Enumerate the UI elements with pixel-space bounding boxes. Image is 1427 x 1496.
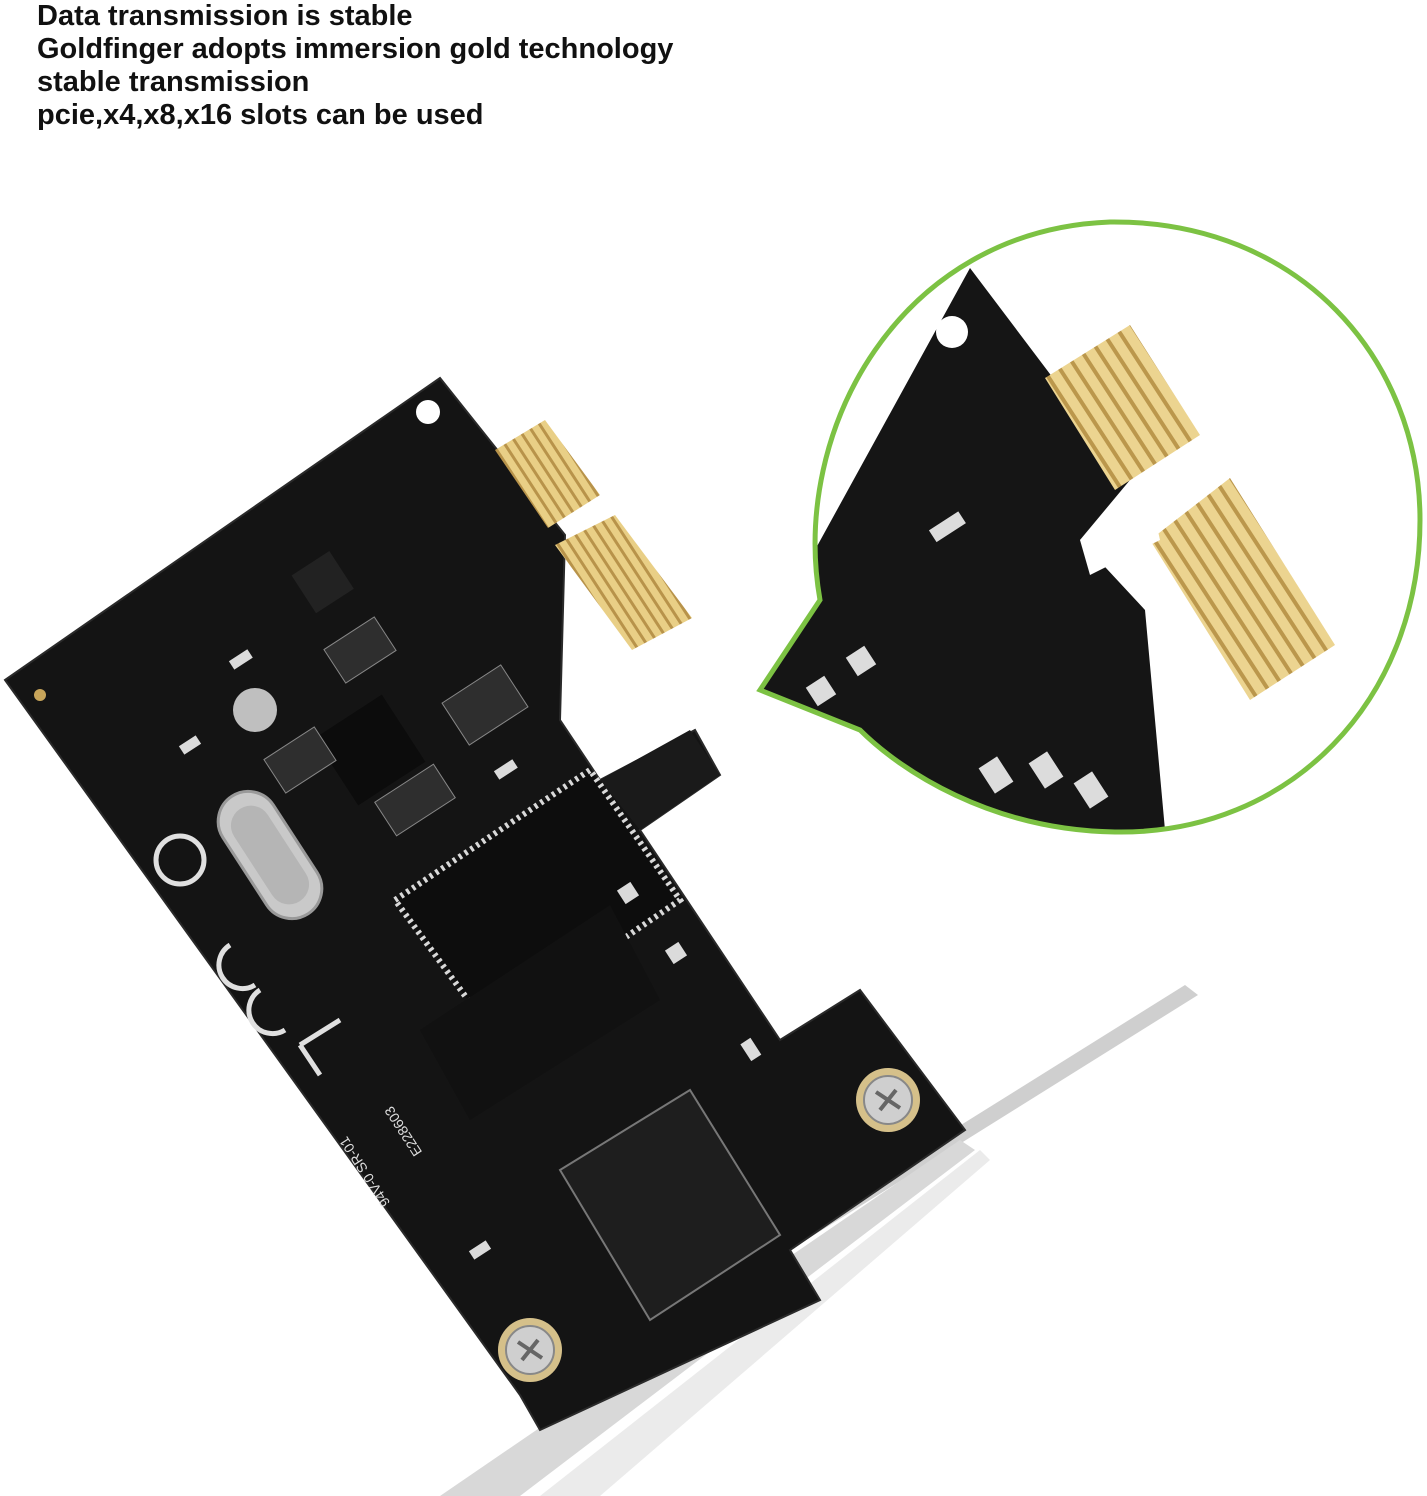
controller-chip: [314, 694, 426, 806]
round-component: [233, 688, 277, 732]
caption-line-4: pcie,x4,x8,x16 slots can be used: [37, 99, 484, 131]
gold-finger-upper: [495, 420, 600, 528]
caption-line-3: stable transmission: [37, 66, 310, 98]
zoom-callout: [756, 219, 1423, 835]
screw-icon: [856, 1068, 920, 1132]
main-chip: [390, 765, 685, 1035]
gold-finger-lower: [555, 515, 692, 650]
zoom-gold-finger-upper: [1045, 325, 1200, 490]
caption-line-1: Data transmission is stable: [37, 0, 413, 32]
pcb-board: 94V-0 SR-01 E228603: [3, 376, 967, 1432]
mounting-hole: [416, 400, 440, 424]
ethernet-port: [558, 1088, 782, 1322]
caption-block: Data transmission is stable Goldfinger a…: [37, 0, 673, 132]
caption-line-2: Goldfinger adopts immersion gold technol…: [37, 33, 674, 65]
zoom-gold-finger-lower: [1150, 478, 1335, 700]
certification-marks: [153, 833, 342, 1077]
screw-icon: [498, 1318, 562, 1382]
ic-u1: [291, 551, 354, 614]
crystal-oscillator: [216, 789, 324, 921]
